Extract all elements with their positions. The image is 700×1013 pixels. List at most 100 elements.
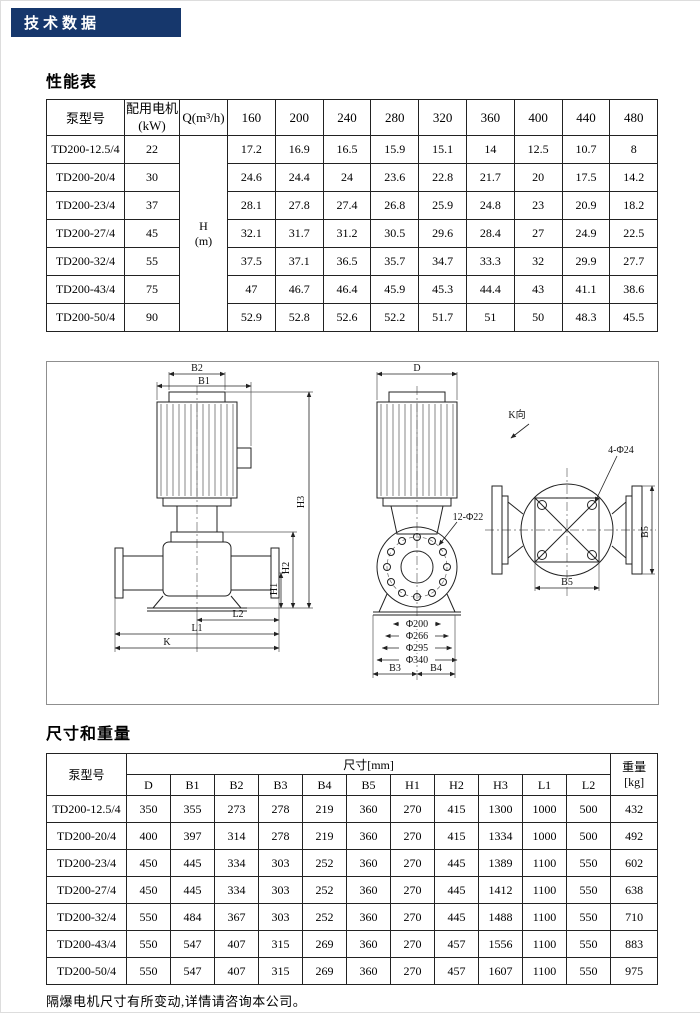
head-value-cell: 17.2 xyxy=(227,135,276,164)
pump-model-cell: TD200-27/4 xyxy=(46,876,127,904)
dim-value-cell: 407 xyxy=(214,957,259,985)
dim-value-cell: 252 xyxy=(302,876,347,904)
dim-value-cell: 269 xyxy=(302,930,347,958)
dim-value-cell: 1334 xyxy=(478,822,523,850)
dim-label-d295: Φ295 xyxy=(406,643,428,654)
pump-model-cell: TD200-50/4 xyxy=(46,957,127,985)
head-value-cell: 12.5 xyxy=(513,135,563,164)
dim-value-cell: 1000 xyxy=(522,822,567,850)
dim-value-cell: 367 xyxy=(214,903,259,931)
head-value-cell: 44.4 xyxy=(465,275,515,304)
dim-col-header: B1 xyxy=(170,774,215,796)
head-value-cell: 50 xyxy=(513,303,563,332)
flow-header: 200 xyxy=(274,99,324,136)
dimensions-header-row-1: 泵型号 尺寸[mm] 重量 [kg] xyxy=(46,753,659,796)
dim-value-cell: 550 xyxy=(565,903,612,931)
flow-header: 160 xyxy=(227,99,276,136)
dim-value-cell: 303 xyxy=(258,876,303,904)
dim-value-cell: 550 xyxy=(565,957,612,985)
dim-value-cell: 445 xyxy=(434,876,479,904)
dim-value-cell: 397 xyxy=(170,822,215,850)
head-value-cell: 31.2 xyxy=(322,219,372,248)
dim-value-cell: 270 xyxy=(390,876,435,904)
dim-col-header: H2 xyxy=(434,774,479,796)
dim-value-cell: 550 xyxy=(565,930,612,958)
col-header-weight: 重量 [kg] xyxy=(610,753,659,796)
dim-label-b1: B1 xyxy=(198,376,210,387)
dim-value-cell: 360 xyxy=(346,957,391,985)
dim-value-cell: 278 xyxy=(258,795,303,823)
motor-power-cell: 55 xyxy=(124,247,180,276)
dim-label-l2: L2 xyxy=(232,609,243,620)
pump-model-cell: TD200-23/4 xyxy=(46,191,125,220)
head-value-cell: 25.9 xyxy=(418,191,467,220)
head-value-cell: 32.1 xyxy=(227,219,276,248)
dim-value-cell: 360 xyxy=(346,795,391,823)
dim-value-cell: 547 xyxy=(170,957,215,985)
head-value-cell: 16.5 xyxy=(322,135,372,164)
head-value-cell: 46.4 xyxy=(322,275,372,304)
flow-header: 320 xyxy=(418,99,467,136)
head-value-cell: 27.8 xyxy=(274,191,324,220)
pump-model-cell: TD200-23/4 xyxy=(46,849,127,877)
head-value-cell: 41.1 xyxy=(561,275,611,304)
dim-value-cell: 1607 xyxy=(478,957,523,985)
head-value-cell: 16.9 xyxy=(274,135,324,164)
performance-section-title: 性能表 xyxy=(46,74,98,91)
dim-col-header: H3 xyxy=(478,774,523,796)
dim-value-cell: 1412 xyxy=(478,876,523,904)
dim-label-bolt4: 4-Φ24 xyxy=(608,445,634,456)
head-value-cell: 51 xyxy=(465,303,515,332)
dim-value-cell: 400 xyxy=(126,822,171,850)
dim-value-cell: 1100 xyxy=(522,849,567,877)
motor-power-cell: 75 xyxy=(124,275,180,304)
dim-value-cell: 1100 xyxy=(522,930,567,958)
dim-value-cell: 314 xyxy=(214,822,259,850)
head-value-cell: 15.9 xyxy=(370,135,420,164)
pump-model-cell: TD200-43/4 xyxy=(46,275,125,304)
head-value-cell: 52.6 xyxy=(322,303,372,332)
dim-value-cell: 457 xyxy=(434,957,479,985)
head-value-cell: 51.7 xyxy=(418,303,467,332)
col-header-flow-q: Q(m³/h) xyxy=(179,99,228,136)
dim-value-cell: 303 xyxy=(258,903,303,931)
weight-value-cell: 975 xyxy=(610,957,659,985)
page-banner: 技术数据 xyxy=(11,8,181,37)
head-value-cell: 52.2 xyxy=(370,303,420,332)
head-value-cell: 48.3 xyxy=(561,303,611,332)
head-h-merged-cell: H (m) xyxy=(179,135,228,332)
dim-label-k: K xyxy=(163,637,171,648)
head-value-cell: 10.7 xyxy=(561,135,611,164)
bolt-holes-4 xyxy=(537,500,597,560)
head-value-cell: 21.7 xyxy=(465,163,515,192)
dim-value-cell: 360 xyxy=(346,822,391,850)
dim-value-cell: 350 xyxy=(126,795,171,823)
dim-label-b5-side: B5 xyxy=(640,526,651,538)
head-value-cell: 29.6 xyxy=(418,219,467,248)
head-value-cell: 18.2 xyxy=(609,191,659,220)
head-value-cell: 27 xyxy=(513,219,563,248)
dim-col-header: B2 xyxy=(214,774,259,796)
dim-value-cell: 303 xyxy=(258,849,303,877)
head-value-cell: 52.9 xyxy=(227,303,276,332)
dim-value-cell: 219 xyxy=(302,795,347,823)
dim-label-h3: H3 xyxy=(296,496,307,508)
dim-value-cell: 1389 xyxy=(478,849,523,877)
head-value-cell: 47 xyxy=(227,275,276,304)
head-value-cell: 23.6 xyxy=(370,163,420,192)
head-value-cell: 46.7 xyxy=(274,275,324,304)
dim-value-cell: 1300 xyxy=(478,795,523,823)
dim-value-cell: 500 xyxy=(565,795,612,823)
dim-value-cell: 270 xyxy=(390,903,435,931)
dim-value-cell: 360 xyxy=(346,876,391,904)
weight-value-cell: 432 xyxy=(610,795,659,823)
dimension-drawing: B2 B1 H3 H2 H1 L2 L1 K xyxy=(46,361,659,705)
dim-value-cell: 270 xyxy=(390,930,435,958)
